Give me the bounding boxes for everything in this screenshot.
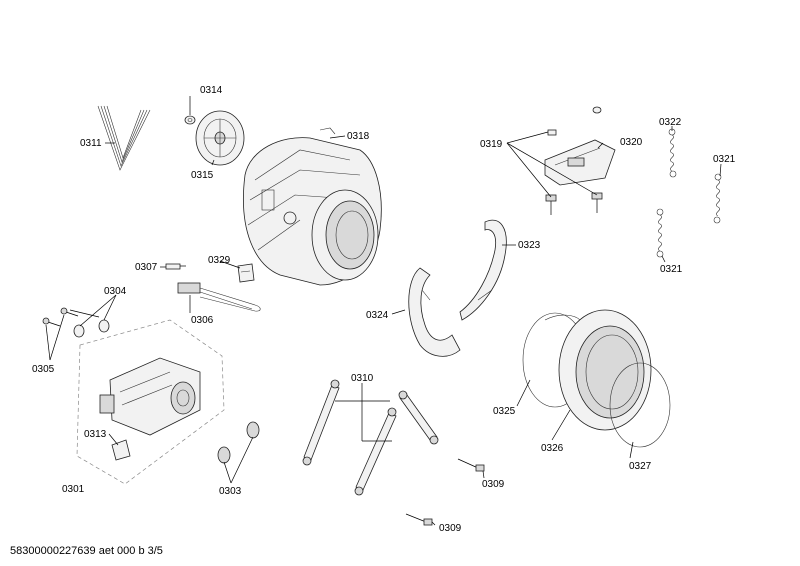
bracket-0323 [459,219,507,321]
screws-0304-0305 [42,307,110,338]
label-0326: 0326 [541,443,564,454]
clamp-ring-0327 [609,362,671,448]
motor-group-0301 [76,319,225,485]
label-0304: 0304 [104,286,127,297]
label-0309-upper: 0309 [482,479,505,490]
label-0306: 0306 [191,315,214,326]
label-0315: 0315 [191,170,214,181]
label-0307: 0307 [135,262,158,273]
label-0321-lower: 0321 [660,264,683,275]
drum-tub-0318 [243,127,382,286]
spring-0321-lower [656,208,664,258]
label-0322: 0322 [659,117,682,128]
spring-0322 [668,128,677,178]
label-0325: 0325 [493,406,516,417]
label-0314: 0314 [200,85,223,96]
label-0305: 0305 [32,364,55,375]
heater-element-0306 [177,282,261,312]
pulley-wheel-0315 [195,110,245,166]
document-footer-code: 58300000227639 aet 000 b 3/5 [10,545,163,557]
sensor-0307 [165,263,186,270]
pulley-nut-0314 [184,115,196,125]
label-0318: 0318 [347,131,370,142]
label-0313: 0313 [84,429,107,440]
label-0319: 0319 [480,139,503,150]
label-0310: 0310 [351,373,374,384]
label-0309-lower: 0309 [439,523,462,534]
screws-0319 [545,106,603,215]
label-0321-right: 0321 [713,154,736,165]
label-0303: 0303 [219,486,242,497]
drive-belt-0311 [97,105,151,171]
label-0301: 0301 [62,484,85,495]
carbon-brushes-0303 [217,421,260,464]
clip-0329 [237,263,255,283]
label-0327: 0327 [629,461,652,472]
label-0320: 0320 [620,137,643,148]
label-0311: 0311 [80,138,102,149]
shock-absorbers-0310 [302,379,439,496]
bracket-0320 [544,139,616,186]
spring-0321-right [713,173,722,224]
label-0323: 0323 [518,240,541,251]
part-labels: 0311 0314 0315 0318 0319 0320 0322 0321 … [32,85,736,534]
bolts-0309 [405,458,485,526]
tub-front-0326 [544,309,652,431]
label-0324: 0324 [366,310,389,321]
label-0329: 0329 [208,255,231,266]
bracket-0324 [408,267,461,357]
leader-lines [45,96,722,526]
